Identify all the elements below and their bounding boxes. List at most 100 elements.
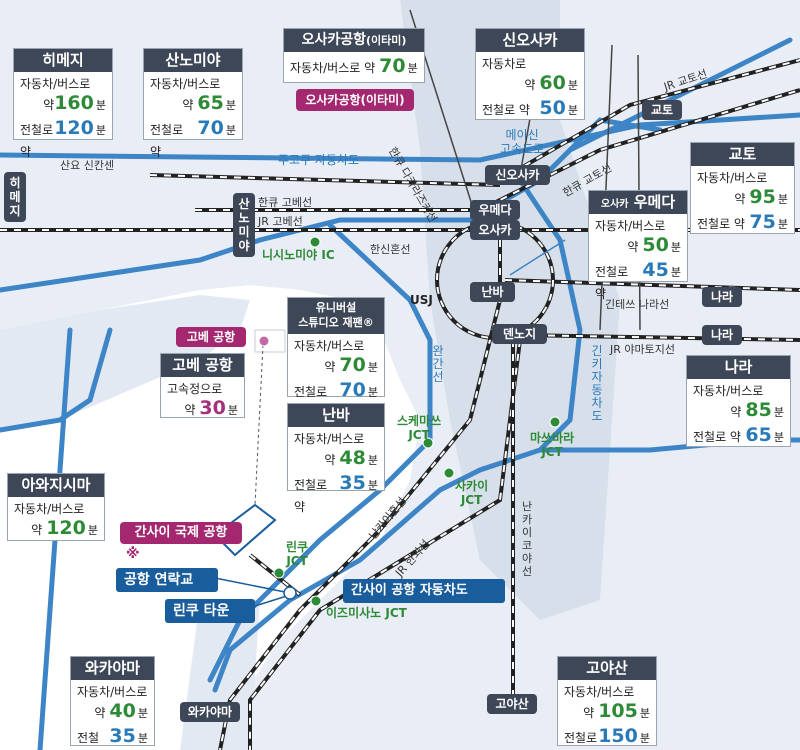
card-prefix: 약 [31, 523, 43, 537]
card-prefix: 전철로 약 [697, 217, 745, 231]
card-title: 오사카 우메다 [589, 191, 687, 214]
char: 선 [521, 565, 533, 578]
unit: 분 [407, 62, 418, 75]
label-jr-kobe: JR 고베선 [258, 215, 303, 228]
card-title: 오사카공항(이타미) [284, 29, 424, 52]
rail-minutes: 35 [109, 725, 136, 747]
box-kix-expressway: 간사이 공항 자동차도 [343, 579, 505, 603]
card-title: 아와지시마 [8, 474, 104, 497]
rinku-pointer [254, 594, 291, 607]
card-prefix: 약 [730, 405, 742, 419]
card-title: 유니버설 스튜디오 재팬® [288, 298, 384, 334]
card-mode: 자동차/버스로 [14, 502, 85, 516]
station-kyoto: 교토 [642, 100, 682, 120]
char: 간 [432, 357, 444, 371]
card-prefix: 약 [524, 78, 536, 92]
card-wakayama: 와카야마 자동차/버스로 약 40분 전철로 약 35분 [70, 656, 155, 747]
rail-minutes: 70 [339, 379, 366, 401]
label-sakai-jct: 사카이 JCT [455, 479, 489, 507]
card-mode: 자동차/버스로 [150, 77, 221, 91]
label-jr-yamatoji: JR 야마토지선 [610, 343, 675, 356]
unit: 분 [87, 524, 98, 537]
card-prefix: 약 [184, 403, 196, 417]
label-kintetsu-nara: 긴테쓰 나라선 [605, 298, 670, 311]
char: 미 [238, 225, 250, 239]
station-namba: 난바 [470, 282, 515, 302]
char: 자 [591, 370, 603, 384]
car-minutes: 120 [46, 517, 86, 539]
unit: 분 [639, 732, 650, 745]
unit: 분 [670, 266, 681, 279]
unit: 분 [227, 404, 238, 417]
char: 히 [9, 176, 21, 190]
station-himeji: 히 메 지 [4, 172, 26, 222]
car-minutes: 105 [598, 700, 638, 722]
car-minutes: 60 [539, 72, 566, 94]
suminoe-jct-dot [422, 437, 434, 449]
matsubara-jct-dot [549, 416, 561, 428]
char: 차 [591, 396, 603, 410]
car-minutes: 65 [197, 92, 224, 114]
char: 코 [521, 539, 533, 552]
card-title: 난바 [288, 404, 384, 427]
kinki-expressway-line [437, 177, 583, 493]
unit: 분 [777, 218, 788, 231]
card-title: 히메지 [14, 49, 112, 72]
label-meishin: 메이신 고속도로 [500, 128, 545, 156]
rail-minutes: 70 [197, 117, 224, 139]
card-prefix: 전철로 약 [482, 103, 530, 117]
char: 선 [432, 370, 444, 384]
airport-kansai: 간사이 국제 공항 [120, 522, 242, 544]
unit: 분 [367, 386, 378, 399]
char: 도 [591, 409, 603, 423]
station-nara-jr: 나라 [702, 325, 742, 345]
unit: 분 [367, 454, 378, 467]
char: 메 [9, 190, 21, 204]
card-title-sub: 오사카 [600, 199, 629, 210]
unit: 분 [670, 241, 681, 254]
label-hanshin: 한신혼선 [370, 243, 411, 256]
station-sannomiya: 산 노 미 야 [233, 193, 255, 257]
card-prefix: 약 [583, 706, 595, 720]
card-title: 고베 공항 [161, 354, 244, 377]
card-prefix: 약 [43, 98, 55, 112]
unit: 분 [137, 707, 148, 720]
label-matsubara-jct: 마쓰바라 JCT [530, 431, 575, 459]
char: 노 [238, 211, 250, 225]
card-title-main: 오사카공항 [301, 32, 366, 48]
card-title-sub: (이타미) [365, 34, 407, 47]
unit: 분 [95, 99, 106, 112]
label-kinki-expressway: 긴 키 자 동 차 도 [590, 345, 604, 423]
char: 난 [521, 500, 533, 513]
hanwa-expressway-line [212, 487, 443, 693]
card-prefix: 자동차/버스로 약 [290, 61, 376, 75]
card-prefix: 전철로 약 [564, 731, 598, 745]
unit: 분 [777, 193, 788, 206]
car-minutes: 70 [339, 354, 366, 376]
card-prefix: 전철로 약 [150, 123, 184, 159]
unit: 분 [567, 104, 578, 117]
card-title: 산노미야 [144, 49, 242, 72]
char: 야 [521, 552, 533, 565]
card-usj: 유니버설 스튜디오 재팬® 자동차/버스로 약 70분 전철로 약 70분 [287, 297, 385, 421]
unit: 분 [773, 406, 784, 419]
rail-minutes: 50 [539, 97, 566, 119]
kyoto-branch-line [567, 37, 793, 153]
station-tennoji: 덴노지 [492, 324, 547, 344]
card-title: 나라 [687, 356, 790, 379]
card-mode: 자동차/버스로 [77, 685, 148, 699]
card-title-main: 우메다 [633, 193, 676, 211]
label-nankai-koya: 난 카 이 코 야 선 [520, 500, 534, 578]
station-koyasan: 고야산 [487, 694, 537, 714]
station-osaka: 오사카 [470, 220, 520, 240]
unit: 분 [367, 361, 378, 374]
car-minutes: 85 [745, 399, 772, 421]
